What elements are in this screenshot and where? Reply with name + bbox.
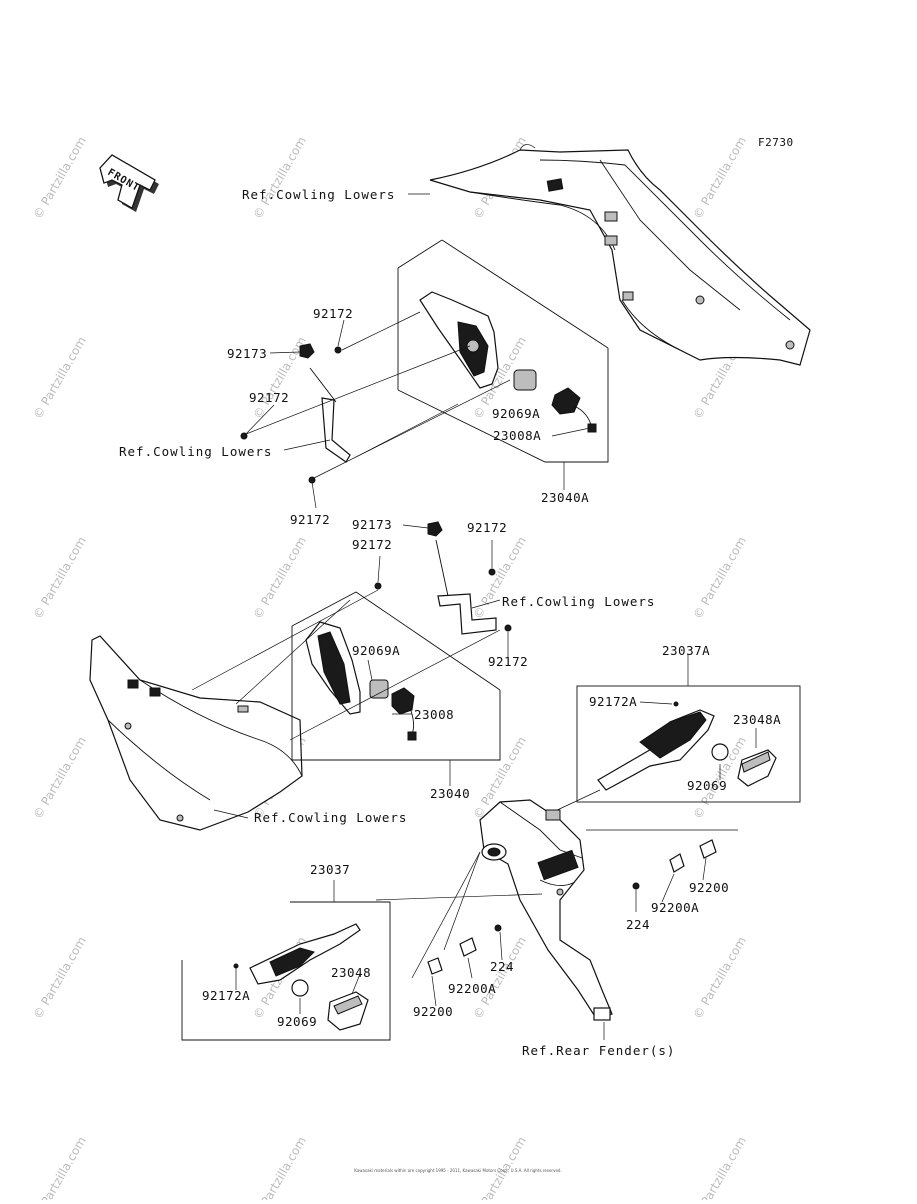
watermark-text: © Partzilla.com [30,734,88,821]
label-23040: 23040 [430,786,470,801]
label-92069: 92069 [687,778,727,793]
rear-signal-assembly-23037 [181,901,391,1041]
label-92172: 92172 [313,306,353,321]
label-23048a: 23048A [733,712,781,727]
label-ref-cowling-lowers: Ref.Cowling Lowers [502,594,655,609]
watermark-text: © Partzilla.com [30,534,88,621]
label-92172: 92172 [467,520,507,535]
label-23008: 23008 [414,707,454,722]
bracket-lower [374,521,512,635]
label-92069a: 92069A [492,406,540,421]
copyright-footer: Kawasaki materials within are copyright … [354,1168,561,1173]
label-23048: 23048 [331,965,371,980]
label-92069a: 92069A [352,643,400,658]
label-92200a: 92200A [651,900,699,915]
label-ref-cowling-lowers: Ref.Cowling Lowers [242,187,395,202]
turn-signal-assembly-23040 [291,591,501,761]
watermark-text: © Partzilla.com [690,534,748,621]
label-92172: 92172 [290,512,330,527]
fender-small-parts [427,839,717,975]
watermark-text: © Partzilla.com [30,134,88,221]
watermark-text: © Partzilla.com [250,1134,308,1200]
label-224: 224 [490,959,514,974]
watermark-text: © Partzilla.com [470,934,528,1021]
label-23037: 23037 [310,862,350,877]
watermark-text: © Partzilla.com [30,334,88,421]
label-92172: 92172 [488,654,528,669]
label-92172: 92172 [352,537,392,552]
label-23008a: 23008A [493,428,541,443]
label-23040a: 23040A [541,490,589,505]
upper-cowling-lower-right [429,144,811,366]
watermark-text: © Partzilla.com [250,534,308,621]
label-92172: 92172 [249,390,289,405]
label-92172a: 92172A [589,694,637,709]
figure-code: F2730 [758,136,794,149]
label-92069: 92069 [277,1014,317,1029]
label-23037a: 23037A [662,643,710,658]
rear-fender-bracket [479,799,613,1021]
label-92200: 92200 [413,1004,453,1019]
label-ref-cowling-lowers: Ref.Cowling Lowers [254,810,407,825]
lower-cowling-left [89,635,303,831]
bracket-upper [240,343,351,484]
callout-labels: Ref.Cowling Lowers 92172 92173 92172 Ref… [119,187,781,1058]
label-92172a: 92172A [202,988,250,1003]
watermark-text: © Partzilla.com [250,134,308,221]
label-92200a: 92200A [448,981,496,996]
watermark-text: © Partzilla.com [690,934,748,1021]
turn-signal-assembly-23040a [397,239,609,463]
watermark-text: © Partzilla.com [690,134,748,221]
label-224: 224 [626,917,650,932]
watermark-text: © Partzilla.com [30,934,88,1021]
leader-lines [213,193,757,1040]
label-92173: 92173 [227,346,267,361]
watermark-text: © Partzilla.com [30,1134,88,1200]
label-ref-rear-fender: Ref.Rear Fender(s) [522,1043,675,1058]
rear-signal-assembly-23037a [576,685,801,803]
label-92173: 92173 [352,517,392,532]
watermark-text: © Partzilla.com [690,1134,748,1200]
label-92200: 92200 [689,880,729,895]
label-ref-cowling-lowers: Ref.Cowling Lowers [119,444,272,459]
front-arrow-icon: FRONT [99,154,159,212]
